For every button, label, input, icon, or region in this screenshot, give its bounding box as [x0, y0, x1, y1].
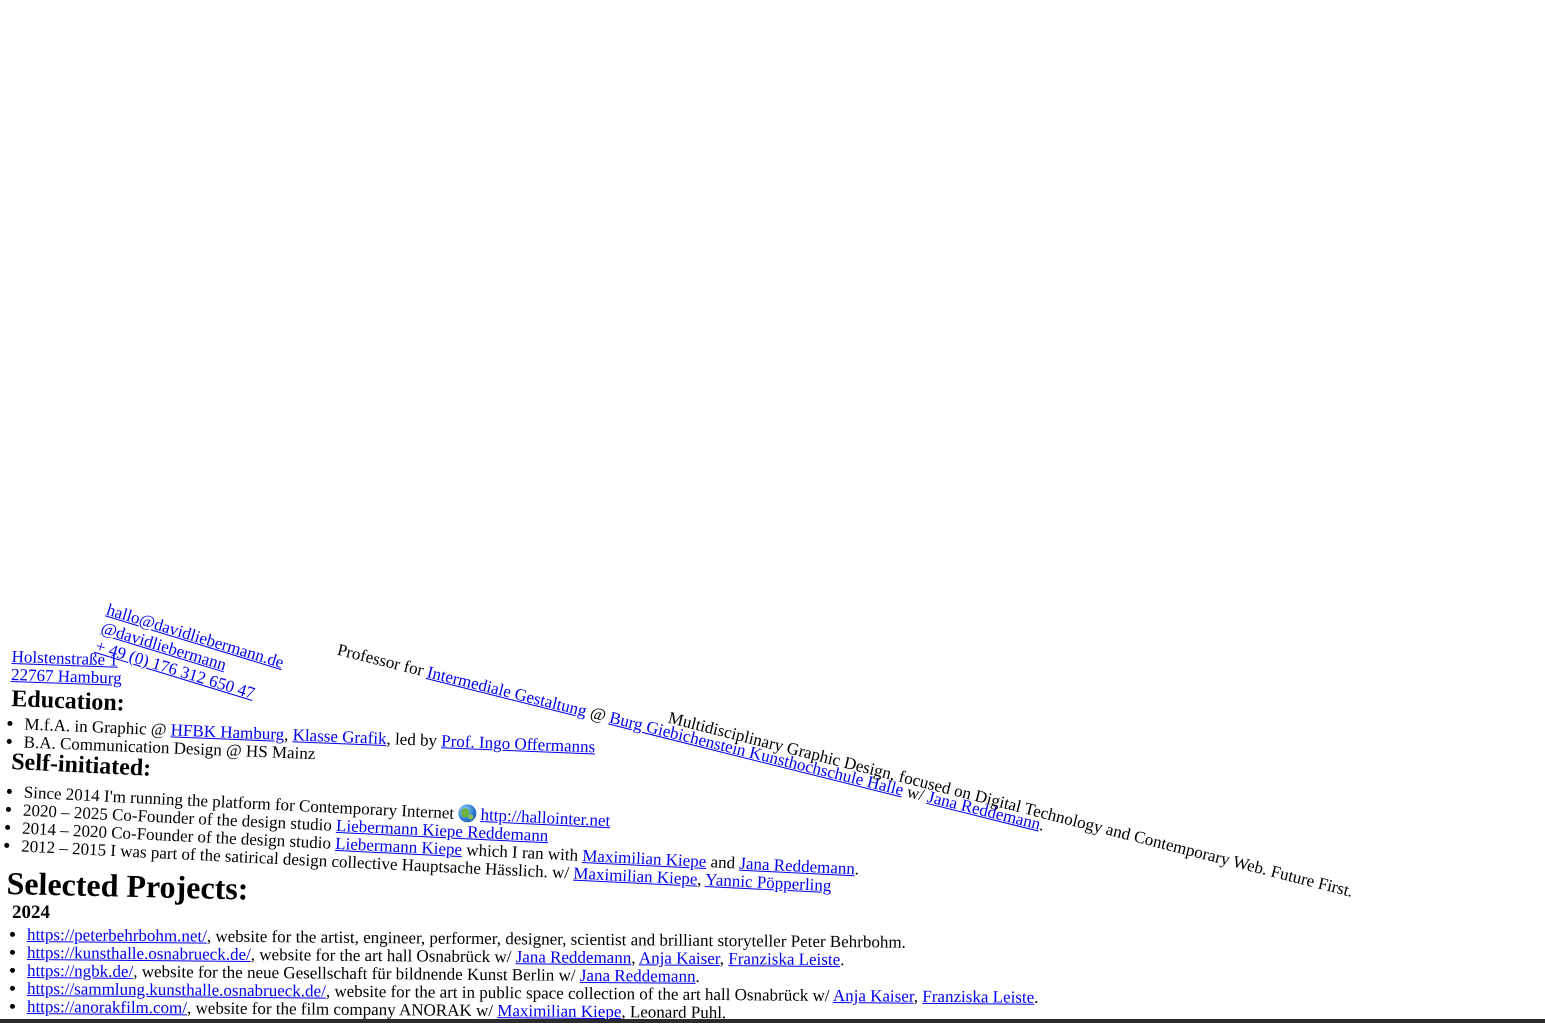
project-url-link[interactable]: https://ngbk.de/: [26, 961, 134, 981]
person-link[interactable]: Franziska Leiste: [728, 949, 841, 970]
year-heading: 2024: [12, 902, 50, 923]
person-link[interactable]: Franziska Leiste: [922, 986, 1035, 1007]
separator: .: [695, 966, 700, 986]
project-description: , website for the film company ANORAK w/: [186, 998, 498, 1021]
address: Holstenstraße 1 22767 Hamburg: [10, 647, 123, 688]
separator: , led by: [386, 729, 442, 751]
professor-prefix: Professor for: [335, 640, 430, 681]
projects-heading: Selected Projects:: [6, 864, 249, 907]
projects-list: https://peterbehrbohm.net/, website for …: [7, 925, 1039, 1022]
project-url-link[interactable]: https://anorakfilm.com/: [26, 997, 188, 1018]
person-link[interactable]: Jana Reddemann: [579, 965, 696, 986]
separator: ,: [631, 948, 639, 968]
city-link[interactable]: 22767 Hamburg: [10, 664, 122, 688]
projects-section: Selected Projects: 2024 https://peterbeh…: [6, 864, 1039, 1022]
globe-icon: [457, 803, 477, 823]
person-link[interactable]: Jana Reddemann: [515, 947, 632, 968]
person-link[interactable]: Anja Kaiser: [832, 986, 914, 1006]
separator: .: [840, 950, 845, 970]
person-link[interactable]: Anja Kaiser: [638, 948, 720, 969]
separator: .: [1034, 987, 1039, 1007]
window-bottom-edge: [0, 1019, 1545, 1023]
